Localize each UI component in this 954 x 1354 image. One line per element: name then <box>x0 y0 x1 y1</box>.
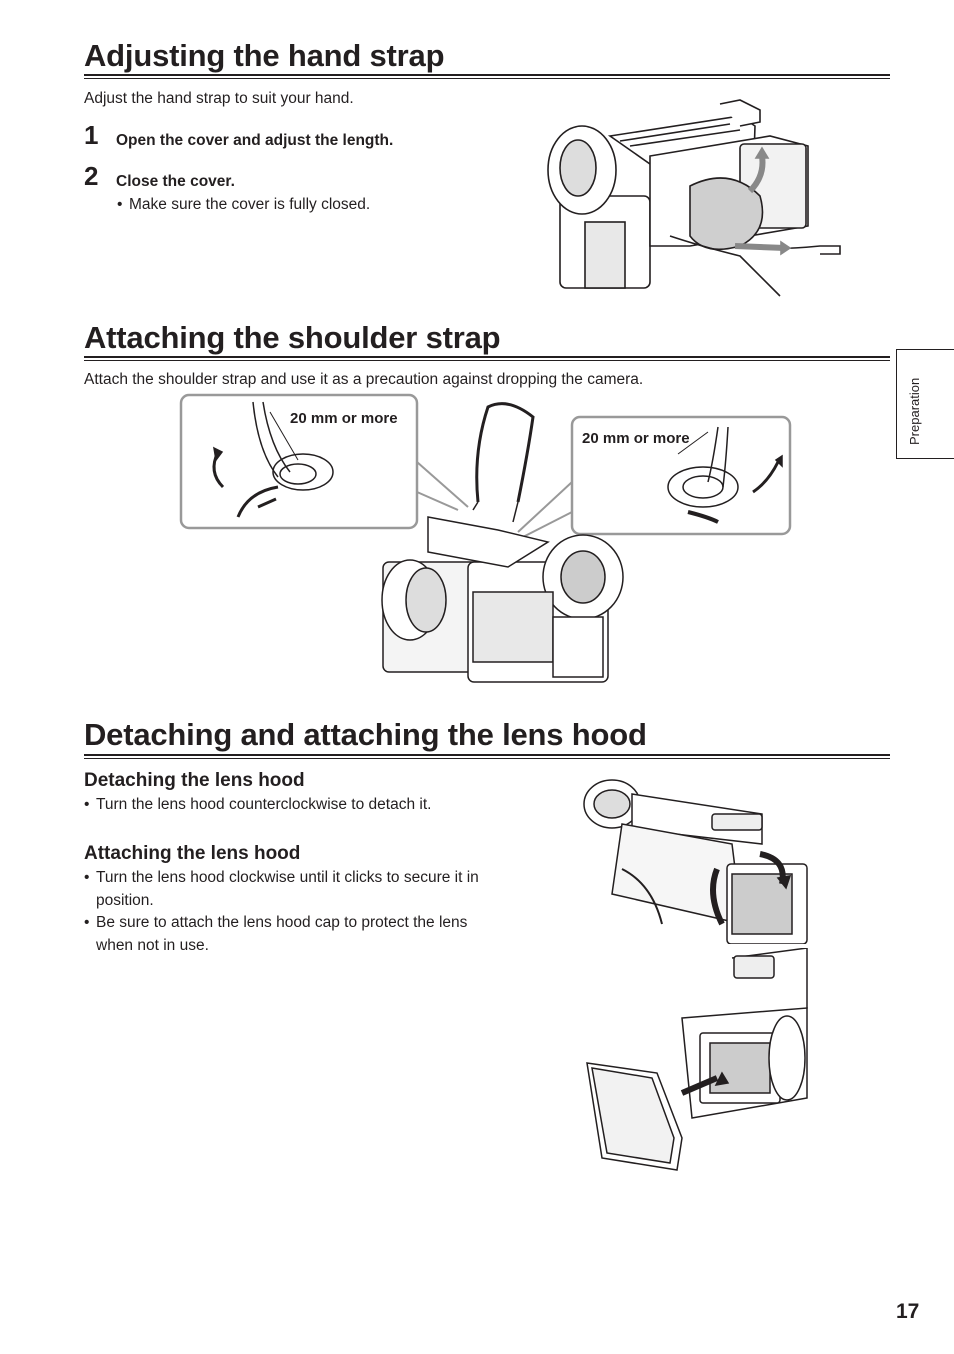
bullet-text: Turn the lens hood counterclockwise to d… <box>96 796 432 813</box>
side-tab: Preparation <box>896 349 954 459</box>
title-rule <box>84 356 890 358</box>
lens-hood-rotate-illustration <box>583 779 808 944</box>
shoulder-strap-illustration <box>179 393 792 683</box>
bullet-dot: • <box>84 796 90 813</box>
bullet-text: Be sure to attach the lens hood cap to p… <box>96 914 468 954</box>
hand-strap-illustration <box>547 99 841 297</box>
bullet-item: • Turn the lens hood counterclockwise to… <box>84 793 432 816</box>
callout-left-box <box>179 393 419 530</box>
bullet-item: • Make sure the cover is fully closed. <box>117 193 371 216</box>
title-rule-thin <box>84 360 890 361</box>
step-text-1: Open the cover and adjust the length. <box>116 132 394 149</box>
detaching-heading: Detaching the lens hood <box>84 770 305 791</box>
bullet-text: Turn the lens hood clockwise until it cl… <box>96 869 479 909</box>
bullet-item: • Turn the lens hood clockwise until it … <box>84 866 486 912</box>
title-rule <box>84 754 890 756</box>
side-tab-label: Preparation <box>907 377 922 445</box>
page-number: 17 <box>896 1300 920 1323</box>
lens-hood-cap-illustration <box>586 948 808 1171</box>
step-text-2: Close the cover. <box>116 173 235 190</box>
callout-left-label: 20 mm or more <box>290 410 398 427</box>
section-title-lens-hood: Detaching and attaching the lens hood <box>84 717 647 752</box>
bullet-dot: • <box>84 869 90 886</box>
bullet-item: • Be sure to attach the lens hood cap to… <box>84 911 486 957</box>
bullet-dot: • <box>84 914 90 931</box>
bullet-dot: • <box>117 196 123 213</box>
callout-right-label: 20 mm or more <box>582 430 690 447</box>
bullet-text: Make sure the cover is fully closed. <box>129 196 371 213</box>
callout-right-box <box>570 415 792 536</box>
step-number-2: 2 <box>84 161 99 191</box>
section-title-shoulder-strap: Attaching the shoulder strap <box>84 320 501 355</box>
step-number-1: 1 <box>84 120 99 150</box>
attaching-heading: Attaching the lens hood <box>84 843 301 864</box>
section-title-hand-strap: Adjusting the hand strap <box>84 38 445 73</box>
title-rule <box>84 74 890 76</box>
shoulder-strap-intro: Attach the shoulder strap and use it as … <box>84 371 644 388</box>
title-rule-thin <box>84 78 890 79</box>
title-rule-thin <box>84 758 890 759</box>
hand-strap-intro: Adjust the hand strap to suit your hand. <box>84 90 354 107</box>
